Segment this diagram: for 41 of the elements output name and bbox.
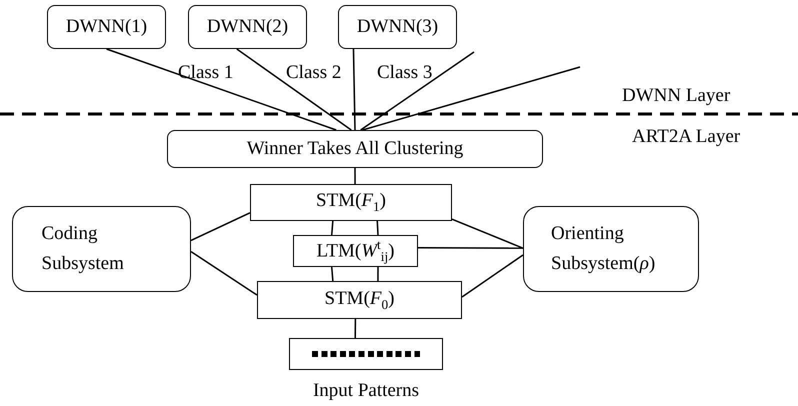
node-label: DWNN(2) — [206, 15, 288, 39]
connector-line — [331, 220, 334, 236]
node-label: Winner Takes All Clustering — [246, 137, 464, 161]
connector-line — [462, 254, 524, 298]
process-box — [250, 184, 452, 221]
connector-line — [376, 220, 379, 236]
connector-line — [354, 319, 356, 338]
connector-line — [190, 250, 258, 296]
connector-line — [106, 48, 336, 131]
connector-line — [352, 48, 356, 130]
connector-line — [452, 218, 524, 249]
layer-label: DWNN Layer — [622, 85, 730, 107]
process-box — [167, 130, 543, 168]
node-label: Orienting Subsystem(ρ) — [551, 222, 656, 276]
input-box — [289, 338, 443, 370]
node-label: DWNN(1) — [66, 15, 148, 39]
connector-line — [362, 66, 580, 131]
module-box — [188, 5, 307, 49]
module-box — [47, 5, 166, 49]
connector-line — [236, 48, 352, 131]
process-box — [293, 235, 418, 267]
node-label: STM(F$_{1}$) — [316, 189, 386, 216]
caption-text: Input Patterns — [312, 380, 420, 402]
subsystem-box — [12, 206, 191, 292]
connector-line — [331, 266, 334, 282]
process-box — [257, 281, 462, 319]
node-label: Coding Subsystem — [42, 222, 125, 276]
node-label: DWNN(3) — [356, 15, 438, 39]
subsystem-box — [523, 206, 699, 292]
module-box — [338, 5, 457, 49]
node-label: LTM(W$^{t}$$_{ij}$) — [316, 236, 394, 266]
class-label: Class 1 — [178, 62, 234, 84]
connector-line — [418, 247, 523, 249]
class-label: Class 2 — [286, 62, 342, 84]
class-label: Class 3 — [377, 62, 432, 84]
connector-line — [354, 168, 356, 184]
layer-label: ART2A Layer — [632, 126, 740, 148]
node-label: STM(F$_{0}$) — [324, 286, 394, 314]
connector-line — [377, 267, 379, 281]
connector-line — [360, 51, 474, 131]
connector-line — [190, 212, 250, 242]
